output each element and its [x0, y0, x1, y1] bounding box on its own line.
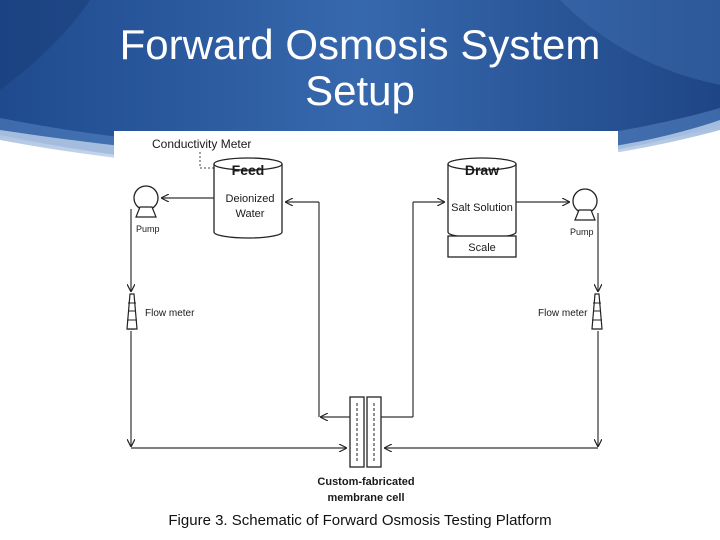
figure-caption-label: Figure 3. — [168, 512, 228, 529]
figure-caption: Figure 3. Schematic of Forward Osmosis T… — [0, 512, 720, 529]
feed-loop-lines — [131, 198, 350, 448]
diagram-panel — [114, 131, 618, 509]
feed-tank — [213, 157, 283, 239]
membrane-cell — [349, 396, 382, 468]
membrane-label-line1: Custom-fabricated — [317, 476, 414, 488]
slide-title: Forward Osmosis System Setup — [0, 22, 720, 114]
conductivity-link-line — [199, 152, 214, 169]
left-flow-meter-label: Flow meter — [145, 308, 195, 319]
left-pump-label: Pump — [136, 224, 160, 234]
right-pump-label: Pump — [570, 227, 594, 237]
draw-loop-lines — [381, 202, 598, 448]
feed-content-line1: Deionized — [226, 193, 275, 205]
membrane-label-line2: membrane cell — [327, 492, 404, 504]
right-flow-meter-label: Flow meter — [538, 308, 588, 319]
draw-content: Salt Solution — [451, 202, 513, 214]
right-pump-icon — [572, 188, 598, 221]
fo-schematic-diagram: Conductivity Meter Feed Deionized Water … — [114, 131, 618, 509]
conductivity-meter-label: Conductivity Meter — [152, 137, 251, 151]
left-pump-icon — [133, 185, 159, 218]
figure-caption-text: Schematic of Forward Osmosis Testing Pla… — [227, 512, 552, 529]
feed-label: Feed — [232, 162, 265, 178]
slide-title-line2: Setup — [305, 67, 415, 114]
scale-label: Scale — [468, 242, 496, 254]
right-flow-meter-icon — [591, 293, 603, 330]
slide-title-line1: Forward Osmosis System — [119, 21, 601, 68]
draw-label: Draw — [465, 162, 499, 178]
feed-content-line2: Water — [236, 208, 265, 220]
scale-box — [447, 235, 517, 258]
left-flow-meter-icon — [126, 293, 138, 330]
